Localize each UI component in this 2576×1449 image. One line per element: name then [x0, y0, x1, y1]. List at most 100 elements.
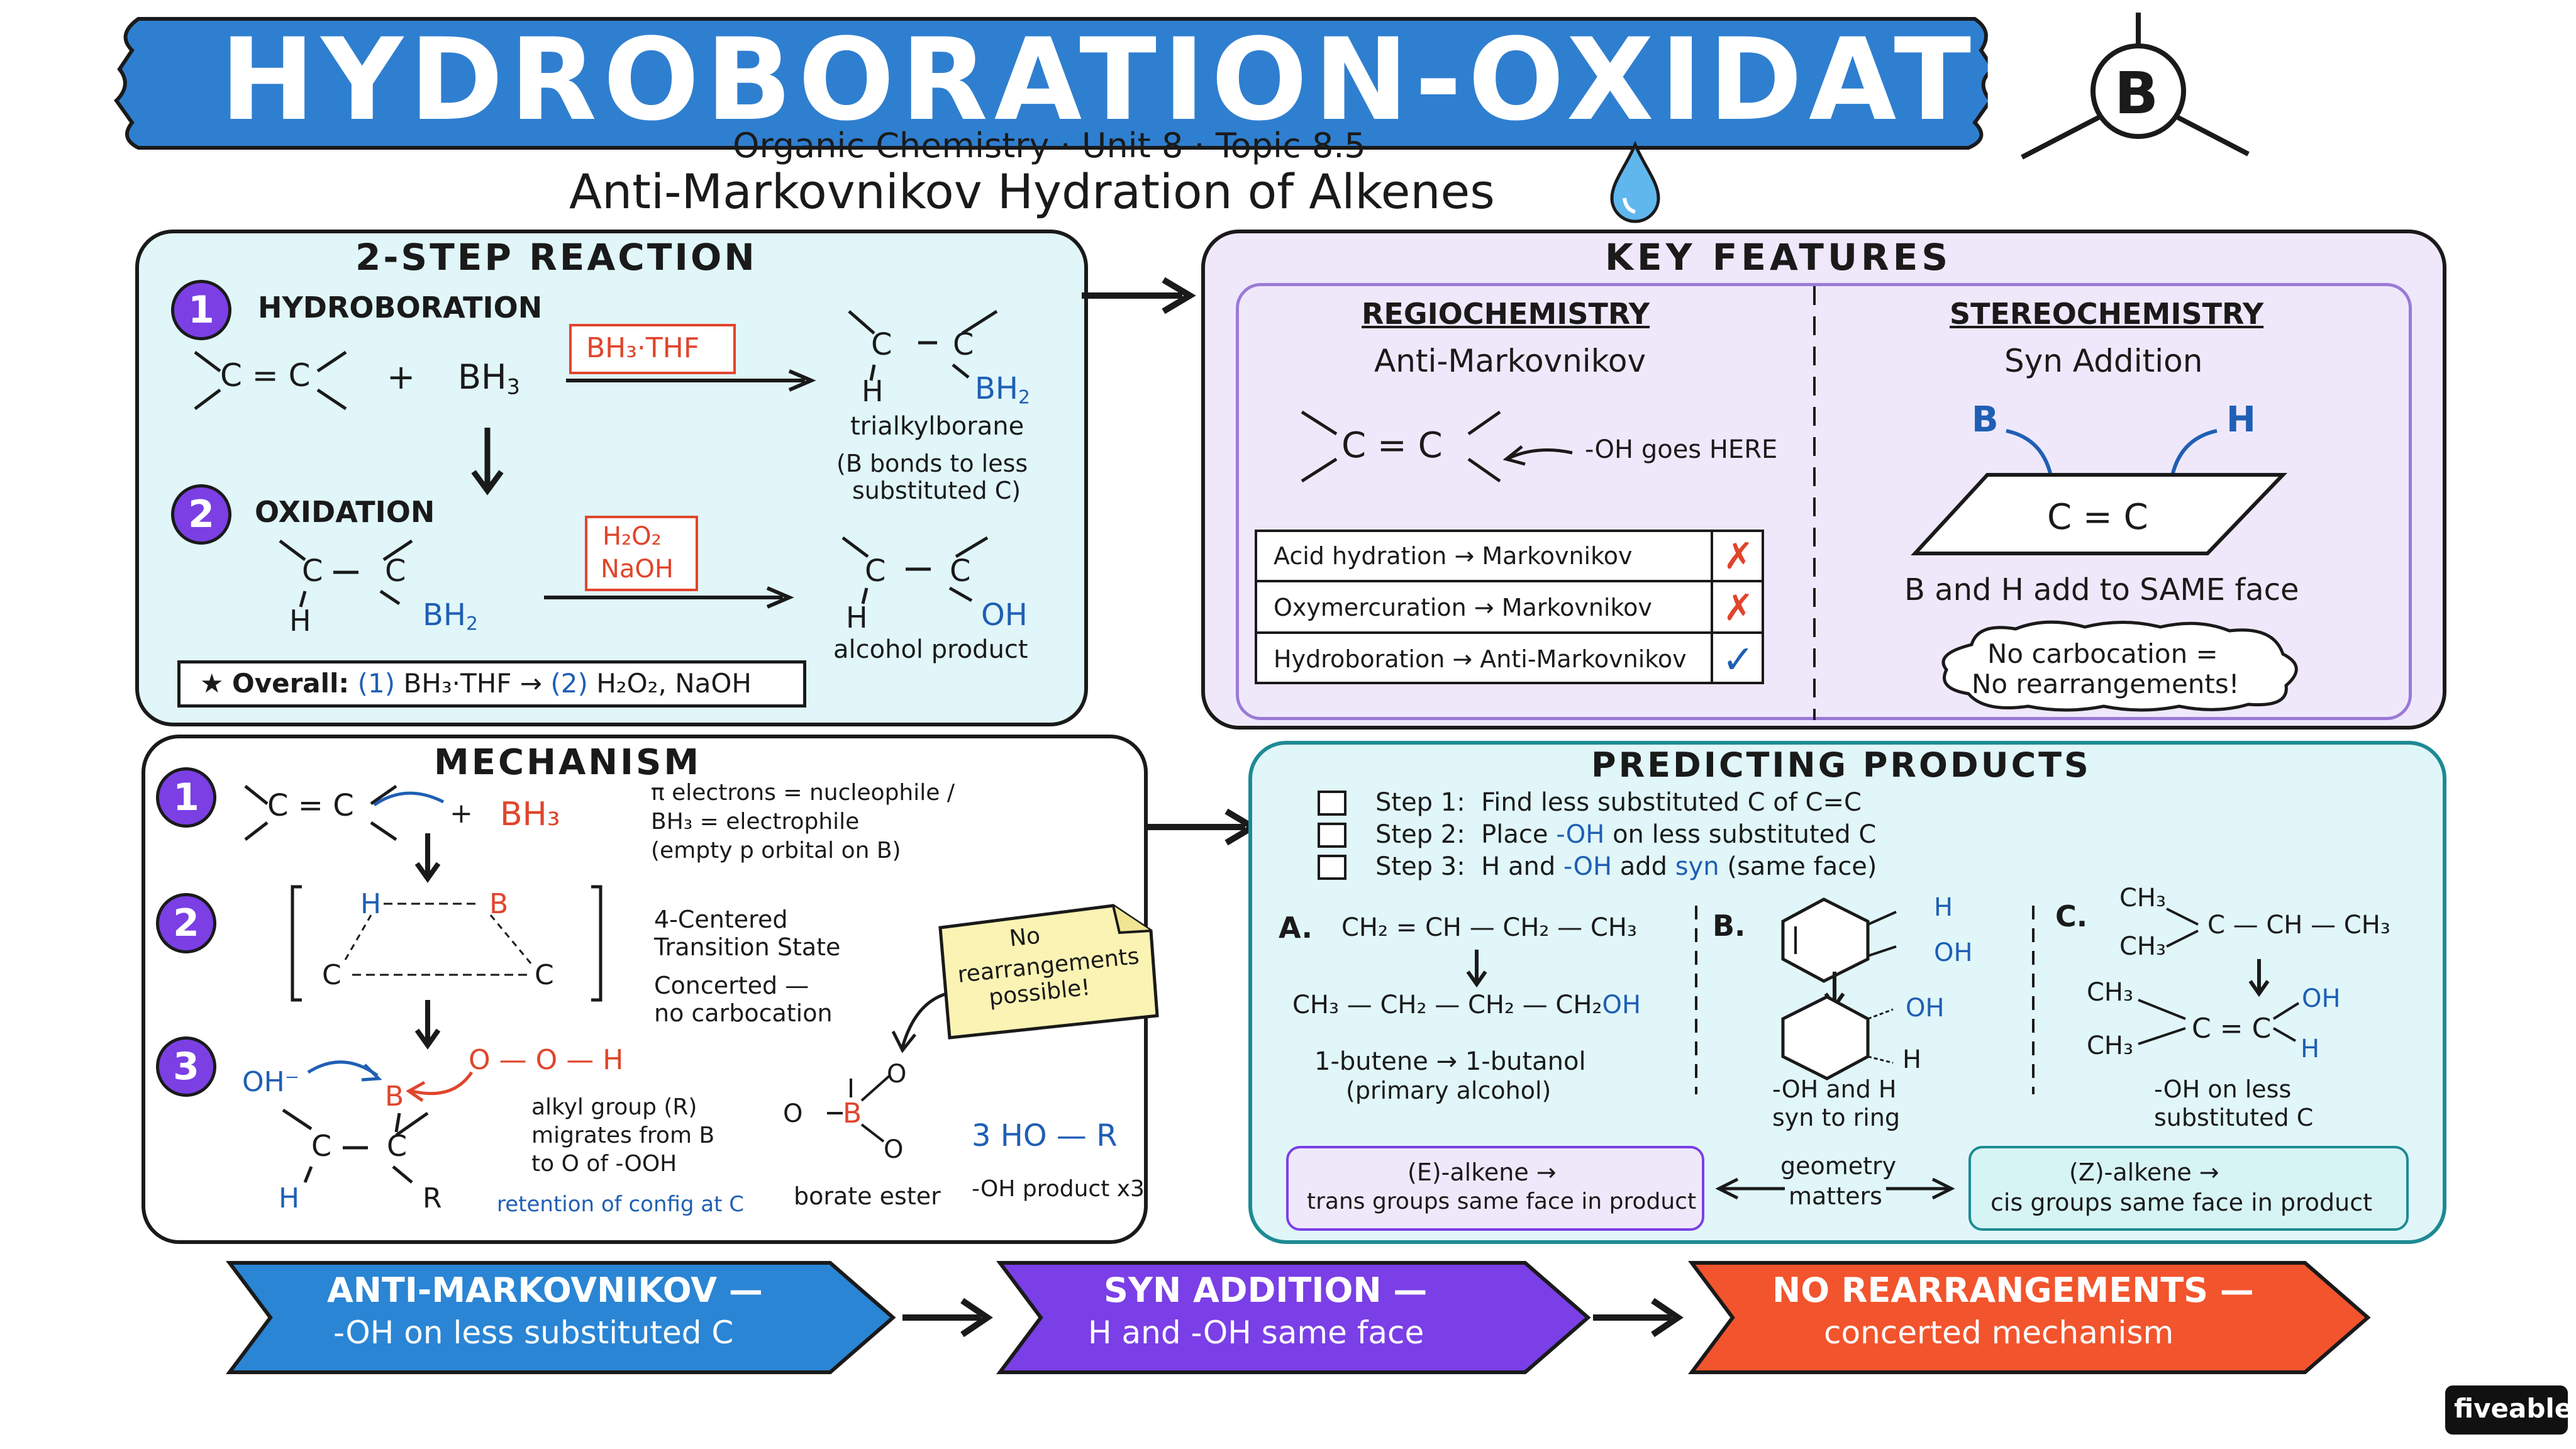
ox-c1: C: [302, 553, 323, 589]
step1-badge: 1: [171, 280, 231, 340]
stereo-b: B: [1972, 399, 1999, 440]
stereo-title: STEREOCHEMISTRY: [1950, 297, 2264, 331]
cloud-line-2: No rearrangements!: [1972, 669, 2240, 699]
banner-no-rearrangements: [1688, 1261, 2371, 1374]
banner-syn-addition: [996, 1261, 1591, 1374]
example-c-letter: C.: [2055, 899, 2088, 933]
ox-c2: C: [385, 553, 406, 589]
page-tagline: Anti-Markovnikov Hydration of Alkenes: [569, 164, 1495, 219]
reagent-box-bh3-thf: [569, 324, 736, 374]
example-c-r1: CH₃: [2119, 884, 2167, 913]
mech-alkene-text: C = C: [267, 788, 354, 823]
step3-r: R: [423, 1182, 442, 1214]
check-mark-icon: ✓: [1722, 636, 1755, 682]
ts-c1: C: [322, 959, 341, 991]
example-c-r2: CH₃: [2119, 932, 2167, 961]
ts-note-2: Transition State: [654, 933, 841, 961]
mech-plus: +: [450, 797, 473, 830]
trialkylborane-note-2: substituted C): [852, 477, 1021, 504]
reagent-box-h2o2-naoh: [585, 516, 698, 591]
example-c-chain: C — CH — CH₃: [2207, 911, 2390, 940]
peroxide: O — O — H: [469, 1044, 624, 1076]
ts-note-3: Concerted —: [654, 972, 809, 999]
cyclohexanol-ring: [1781, 995, 1894, 1080]
alkene-text: C = C: [220, 357, 311, 394]
cloud-shape: [1941, 620, 2298, 712]
overall-text: ★ Overall: (1) BH₃·THF → (2) H₂O₂, NaOH: [200, 668, 752, 699]
example-a-names: 1-butene → 1-butanol: [1314, 1047, 1586, 1076]
step3-b: B: [385, 1080, 404, 1113]
step3-c1: C: [311, 1129, 332, 1163]
example-c-note-1: -OH on less: [2154, 1075, 2292, 1103]
page-title: HYDROBORATION-OXIDATION: [220, 14, 2229, 146]
banner-3-line-1: NO REARRANGEMENTS —: [1772, 1270, 2254, 1310]
brand-label: fiveable: [2454, 1393, 2573, 1424]
feature-divider: [1813, 286, 1816, 720]
ts-note-1: 4-Centered: [654, 906, 788, 933]
example-a-product: CH₃ — CH₂ — CH₂ — CH₂OH: [1292, 991, 1641, 1019]
mech-note-2: BH₃ = electrophile: [651, 809, 860, 835]
final-product: 3 HO — R: [972, 1118, 1118, 1153]
hydroxide: OH⁻: [242, 1066, 299, 1098]
example-c-p1: CH₃: [2087, 978, 2134, 1007]
borate-o2: O: [783, 1099, 803, 1128]
bh3-reagent: BH3: [458, 357, 520, 399]
pred-step2: Step 2: Place -OH on less substituted C: [1375, 820, 1877, 849]
table-row-3-text: Hydroboration → Anti-Markovnikov: [1274, 645, 1687, 673]
regio-alkene-text: C = C: [1341, 425, 1443, 466]
tb-h: H: [862, 374, 884, 408]
alc-h: H: [846, 601, 868, 635]
example-divider-2: [2032, 906, 2035, 1094]
stereo-caption: B and H add to SAME face: [1904, 572, 2299, 608]
borate-o3: O: [884, 1135, 904, 1164]
example-b-h: H: [1934, 893, 1953, 922]
reaction-arrow-2: [544, 586, 794, 609]
oxidation-reactant-bonds: [279, 539, 413, 608]
mech-note-1: π electrons = nucleophile /: [651, 780, 955, 806]
alc-c1: C: [865, 553, 886, 589]
example-c-p2: CH₃: [2087, 1031, 2134, 1060]
ox-bh2: BH2: [423, 597, 478, 635]
example-c-pc: C = C: [2192, 1013, 2272, 1045]
step2-label: OXIDATION: [255, 495, 435, 529]
borane-label: B: [2114, 60, 2159, 127]
ts-c2: C: [535, 959, 554, 991]
banner-1-line-1: ANTI-MARKOVNIKOV —: [327, 1270, 763, 1310]
borate-o1: O: [887, 1060, 907, 1089]
example-a-letter: A.: [1279, 911, 1313, 945]
banner-arrow-2: [1593, 1297, 1684, 1338]
retention-note: retention of config at C: [497, 1192, 745, 1217]
regio-alkene-bonds: [1301, 410, 1501, 483]
example-b-note-2: syn to ring: [1772, 1104, 1901, 1131]
cyclohexene-ring: [1781, 897, 1897, 983]
key-features-title: KEY FEATURES: [1605, 236, 1952, 279]
step2-checkbox[interactable]: [1318, 823, 1346, 848]
mechanism-title: MECHANISM: [434, 742, 702, 783]
example-c-arrow: [2248, 959, 2270, 997]
example-b-note-1: -OH and H: [1772, 1075, 1897, 1103]
ts-note-4: no carbocation: [654, 999, 833, 1027]
tb-bh2: BH2: [975, 371, 1030, 409]
banner-3-line-2: concerted mechanism: [1824, 1314, 2174, 1351]
two-step-panel: [135, 230, 1088, 726]
step3-structure-bonds: [282, 1108, 429, 1184]
example-a-note: (primary alcohol): [1346, 1077, 1552, 1104]
step3-note-2: migrates from B: [531, 1123, 715, 1148]
example-c-poh: OH: [2302, 984, 2341, 1013]
mech-bh3: BH₃: [500, 796, 560, 833]
reagent-bh3-thf-label: BH₃·THF: [586, 332, 700, 364]
step3-checkbox[interactable]: [1318, 855, 1346, 880]
alc-c2: C: [950, 553, 971, 589]
step2-badge: 2: [171, 484, 231, 545]
step1-label: HYDROBORATION: [258, 291, 543, 325]
cloud-line-1: No carbocation =: [1987, 638, 2218, 669]
regio-pointer-text: -OH goes HERE: [1585, 435, 1778, 464]
mech-step2-badge: 2: [156, 893, 216, 953]
example-b-h2: H: [1902, 1045, 1922, 1074]
x-mark-icon: ✗: [1723, 535, 1754, 577]
step1-checkbox[interactable]: [1318, 791, 1346, 816]
ox-h: H: [289, 604, 311, 638]
z-alkene-box: [1968, 1146, 2409, 1231]
example-c-bonds: [2166, 908, 2199, 948]
brand-badge[interactable]: [2445, 1385, 2568, 1435]
